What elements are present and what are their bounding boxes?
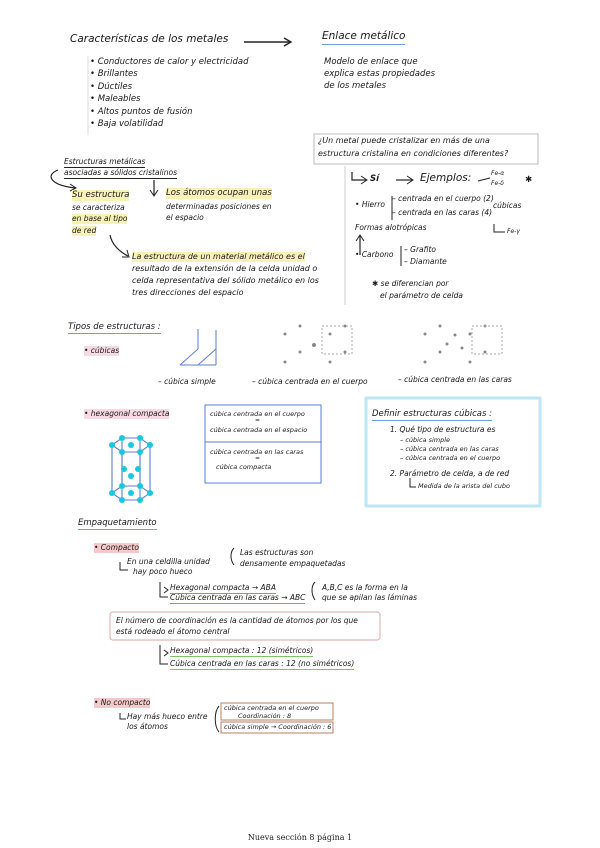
hierro-label: • Hierro bbox=[355, 200, 385, 209]
carbono-text: Carbono bbox=[361, 250, 394, 259]
abc-note: A,B,C es la forma en la bbox=[322, 583, 408, 592]
cub-abc: Cúbica centrada en las caras → ABC bbox=[170, 593, 306, 604]
carbono-item: – Diamante bbox=[404, 257, 447, 266]
tipos-title: Tipos de estructuras : bbox=[68, 322, 161, 335]
fe-alpha: Fe-α bbox=[491, 170, 505, 177]
differ-line: ✱ se diferencian por bbox=[372, 279, 449, 288]
celdilla-line: En una celdilla unidad bbox=[127, 557, 210, 566]
fe-gamma: Fe-γ bbox=[507, 228, 520, 235]
empaq-title: Empaquetamiento bbox=[78, 518, 157, 531]
compacto-bullet: • Compacto bbox=[94, 543, 139, 553]
bond-title: Enlace metálico bbox=[322, 30, 406, 45]
definir-q1-item: – cúbica simple bbox=[400, 436, 451, 444]
question-line: estructura cristalina en condiciones dif… bbox=[318, 149, 509, 158]
table-cell: cúbica centrada en el cuerpo bbox=[210, 410, 305, 418]
densas-line: densamente empaquetadas bbox=[240, 559, 346, 568]
hueco-line: los átomos bbox=[127, 722, 168, 731]
cubicas-label: cúbicas bbox=[493, 201, 522, 210]
table-cell: = bbox=[255, 455, 261, 462]
definir-q1: 1. Qué tipo de estructura es bbox=[390, 425, 496, 434]
carbono-item: – Grafito bbox=[404, 245, 436, 254]
structure-bottom-line: tres direcciones del espacio bbox=[132, 288, 244, 297]
no-compacto-bullet: • No compacto bbox=[94, 698, 151, 708]
property-item: • Maleables bbox=[90, 94, 141, 104]
structure-right-line: el espacio bbox=[166, 213, 204, 222]
hex-12: Hexagonal compacta : 12 (simétricos) bbox=[170, 646, 314, 657]
structure-left-line: de red bbox=[72, 226, 97, 236]
structure-right-line: determinadas posiciones en bbox=[166, 202, 272, 211]
hierro-item: – centrada en el cuerpo (2) bbox=[392, 194, 494, 203]
table-cell: cúbica centrada en las caras bbox=[210, 448, 304, 456]
hex-aba: Hexagonal compacta → ABA bbox=[170, 583, 276, 594]
yes-label: Sí bbox=[370, 174, 380, 184]
differ-line: el parámetro de celda bbox=[380, 291, 463, 300]
hueco-line: Hay más hueco entre bbox=[127, 712, 208, 721]
differ-text: se diferencian por bbox=[380, 279, 449, 288]
examples-label: Ejemplos: bbox=[420, 172, 472, 184]
fe-delta: Fe-δ bbox=[491, 180, 504, 187]
box1-line: Coordinación : 8 bbox=[238, 712, 292, 720]
property-item: • Dúctiles bbox=[90, 82, 133, 92]
hierro-text: Hierro bbox=[361, 200, 385, 209]
property-item: • Baja volatilidad bbox=[90, 119, 164, 129]
structure-bottom-line: resultado de la extensión de la celda un… bbox=[132, 264, 318, 273]
property-item: • Conductores de calor y electricidad bbox=[90, 57, 249, 67]
property-item: • Altos puntos de fusión bbox=[90, 107, 193, 117]
densas-line: Las estructuras son bbox=[240, 548, 314, 557]
definir-q1-item: – cúbica centrada en el cuerpo bbox=[400, 454, 501, 462]
cub-12: Cúbica centrada en las caras : 12 (no si… bbox=[170, 659, 355, 670]
structure-left-line: se caracteriza bbox=[72, 203, 125, 212]
coord-line: El número de coordinación es la cantidad… bbox=[116, 616, 358, 625]
structure-bottom-line: celda representativa del sólido metálico… bbox=[132, 276, 319, 285]
abc-note: que se apilan las láminas bbox=[322, 593, 417, 602]
box1-line: cúbica centrada en el cuerpo bbox=[224, 704, 319, 712]
structures-title-1: Estructuras metálicas bbox=[64, 157, 146, 168]
star-icon: ✱ bbox=[525, 175, 533, 185]
cubicas-bullet: • cúbicas bbox=[84, 346, 120, 356]
structure-right-line: Los átomos ocupan unas bbox=[166, 188, 272, 200]
table-cell: cúbica centrada en el espacio bbox=[210, 426, 308, 434]
formas-label: Formas alotrópicas bbox=[355, 223, 427, 232]
structure-bottom-line: La estructura de un material metálico es… bbox=[132, 252, 305, 263]
structures-title-2: asociadas a sólidos cristalinos bbox=[64, 168, 177, 179]
page-footer: Nueva sección 8 página 1 bbox=[247, 833, 353, 842]
definir-q2: 2. Parámetro de celda, a de red bbox=[390, 469, 510, 478]
definir-title: Definir estructuras cúbicas : bbox=[372, 409, 493, 422]
bond-desc-line: Modelo de enlace que bbox=[324, 57, 418, 67]
celdilla-line: hay poco hueco bbox=[133, 567, 193, 576]
bond-desc-line: explica estas propiedades bbox=[324, 69, 436, 79]
property-item: • Brillantes bbox=[90, 69, 138, 79]
definir-q1-item: – cúbica centrada en las caras bbox=[400, 445, 499, 453]
definir-q2-sub: Medida de la arista del cubo bbox=[418, 482, 510, 490]
structure-left-line: en base al tipo bbox=[72, 214, 128, 224]
table-cell: cúbica compacta bbox=[216, 463, 272, 471]
caption-fcc: – cúbica centrada en las caras bbox=[398, 375, 512, 384]
question-line: ¿Un metal puede cristalizar en más de un… bbox=[318, 136, 490, 145]
box2: cúbica simple → Coordinación : 6 bbox=[224, 723, 332, 731]
carbono-label: • Carbono bbox=[355, 250, 394, 259]
coord-line: está rodeado el átomo central bbox=[116, 627, 230, 636]
hierro-item: – centrada en las caras (4) bbox=[392, 208, 493, 217]
metals-title: Características de los metales bbox=[70, 33, 229, 45]
table-cell: = bbox=[255, 417, 261, 424]
caption-simple: – cúbica simple bbox=[158, 377, 216, 386]
bond-desc-line: de los metales bbox=[324, 81, 387, 91]
structure-left-line: Su estructura bbox=[72, 190, 130, 202]
hexagonal-bullet: • hexagonal compacta bbox=[84, 409, 170, 419]
caption-bcc: – cúbica centrada en el cuerpo bbox=[252, 377, 368, 386]
